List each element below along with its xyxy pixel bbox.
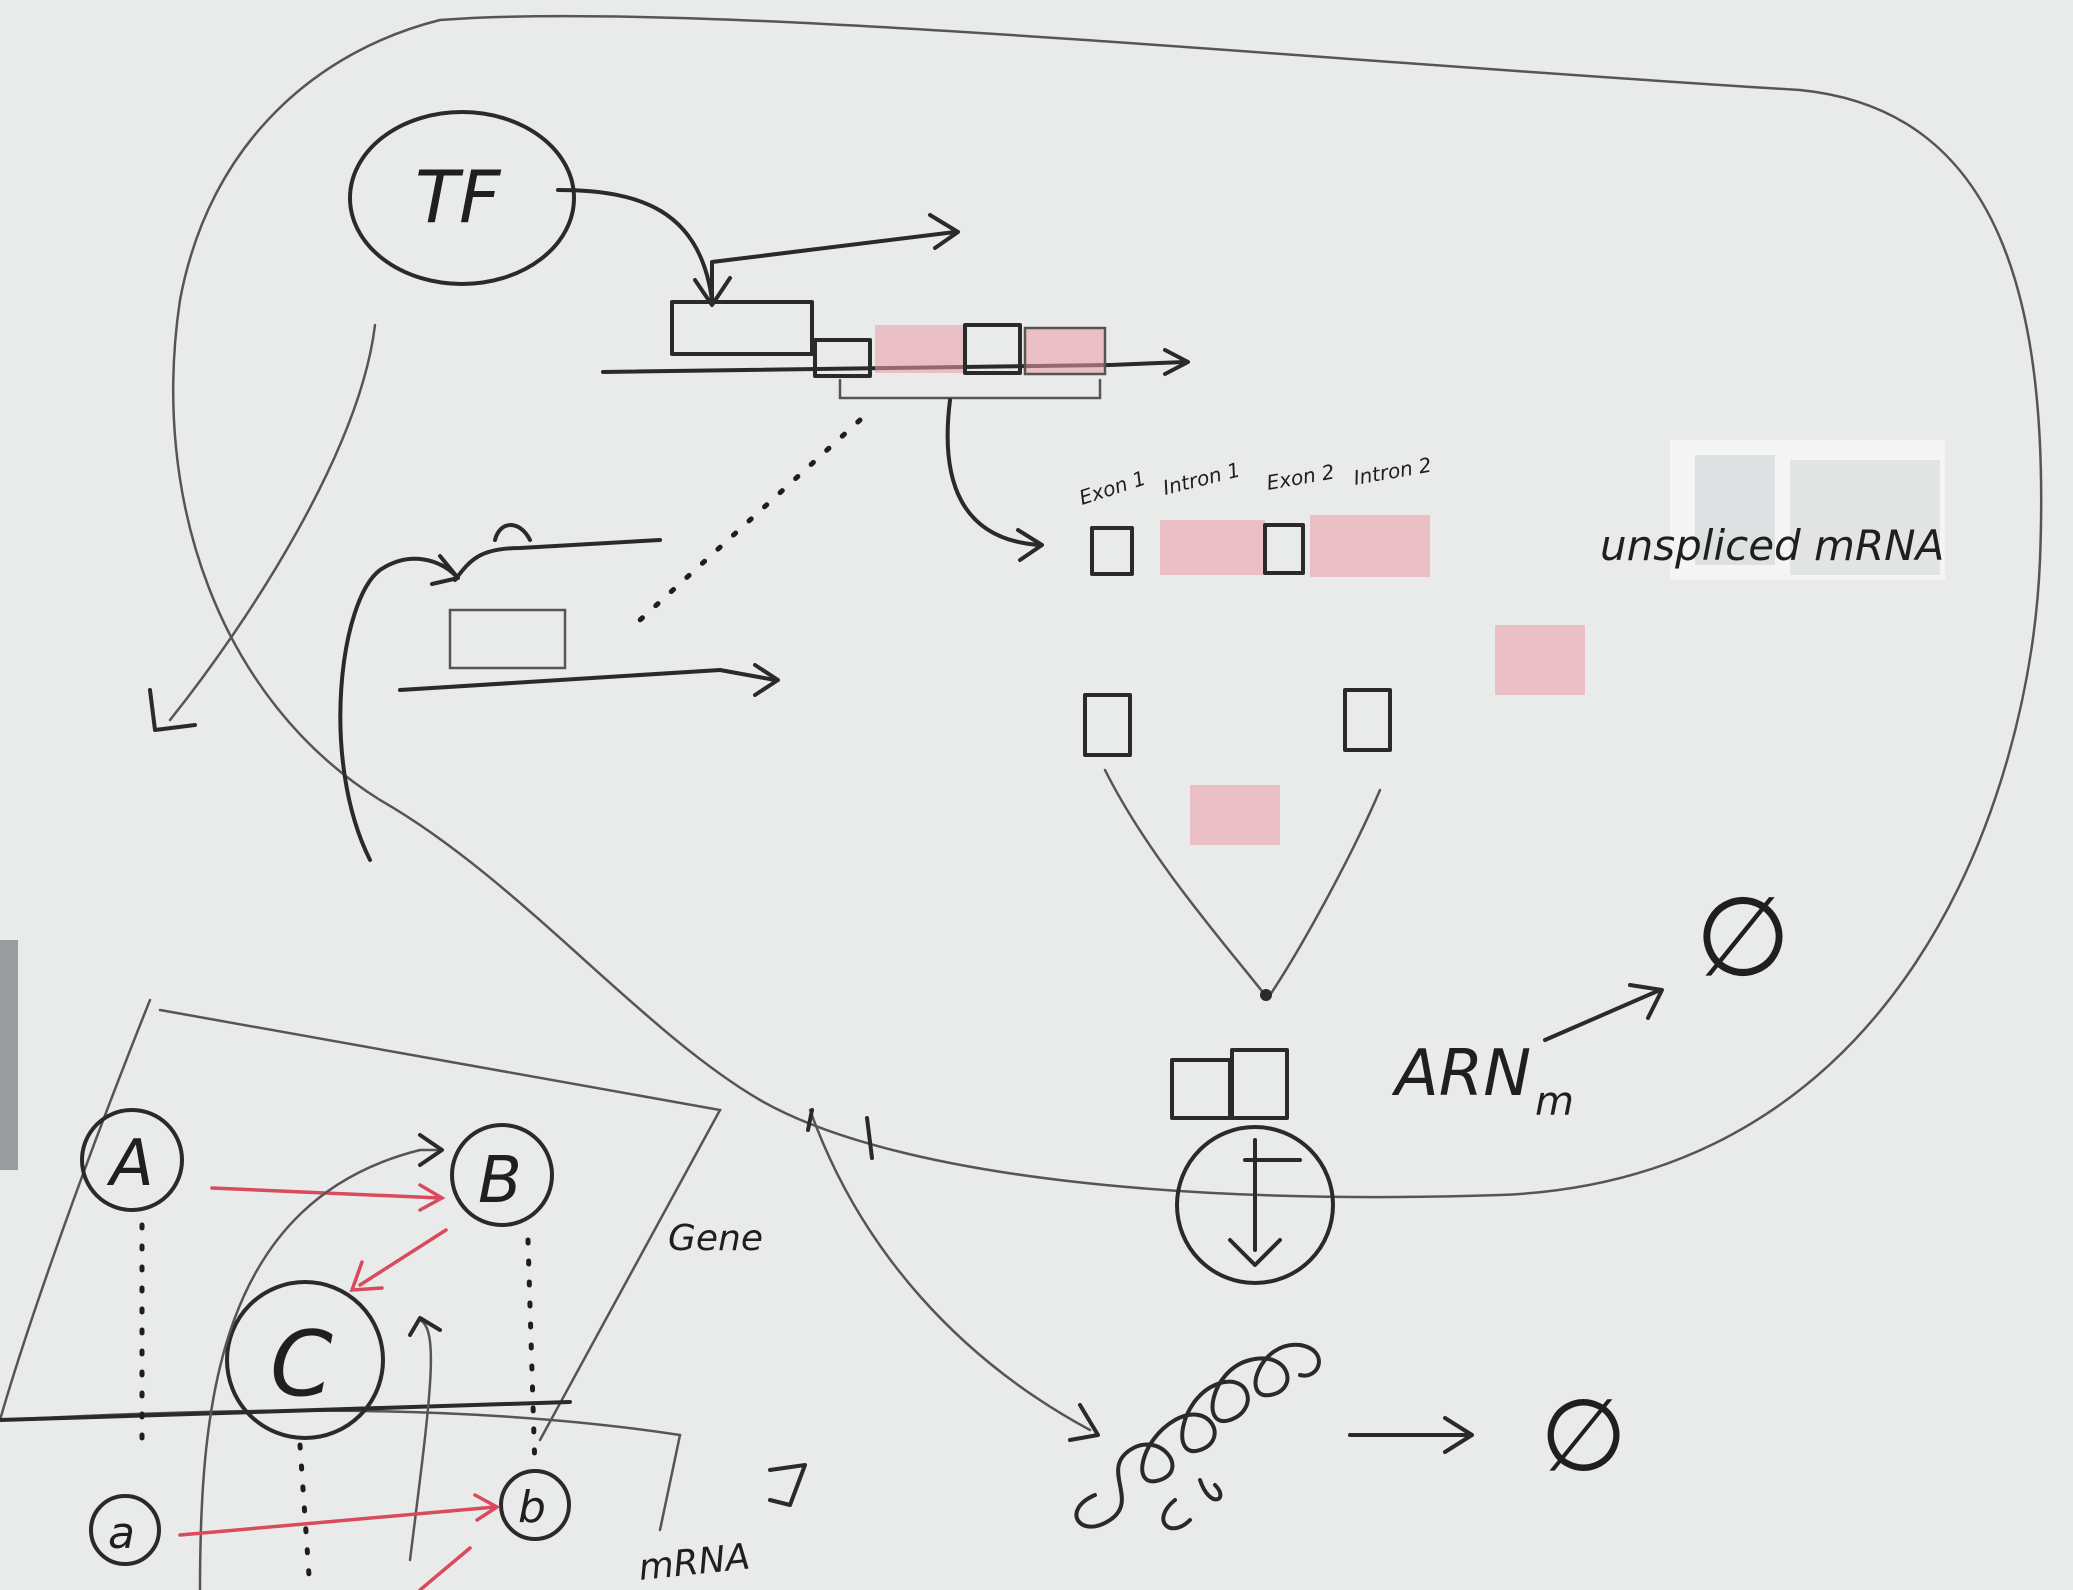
protein-coil bbox=[1074, 1342, 1321, 1529]
unspliced-exon1 bbox=[1090, 526, 1134, 576]
node-b-small-label: b bbox=[518, 1482, 546, 1533]
node-c bbox=[225, 1280, 385, 1440]
node-a-small-label: a bbox=[108, 1508, 135, 1559]
mrna-exon1 bbox=[1170, 1058, 1232, 1120]
degradation-null-1: ∅ bbox=[1695, 873, 1791, 1001]
intron1-label: Intron 1 bbox=[1160, 458, 1242, 500]
tf-to-gene-arrow bbox=[556, 188, 714, 302]
mrna-label: mRNA bbox=[637, 1537, 752, 1589]
degradation-null-2: ∅ bbox=[1540, 1377, 1627, 1494]
exon2-label: Exon 2 bbox=[1265, 459, 1337, 495]
tf-circle bbox=[348, 110, 576, 286]
arnm-label: ARN bbox=[1391, 1037, 1531, 1111]
tf-label: TF bbox=[415, 155, 502, 239]
mrna-exon2 bbox=[1230, 1048, 1289, 1120]
gene-label: Gene bbox=[668, 1218, 763, 1259]
node-a bbox=[80, 1108, 184, 1212]
exon2-box bbox=[963, 323, 1022, 375]
exon1-box bbox=[813, 338, 872, 378]
cell-boundary bbox=[171, 14, 2043, 1199]
arnm-subscript: m bbox=[1535, 1079, 1574, 1125]
promoter-box-2 bbox=[448, 608, 567, 670]
exon1-free bbox=[1083, 693, 1132, 757]
exon1-label: Exon 1 bbox=[1076, 466, 1149, 510]
intron2-label: Intron 2 bbox=[1352, 453, 1434, 490]
node-b-label: B bbox=[478, 1144, 522, 1218]
unspliced-label: unspliced mRNA bbox=[1600, 521, 1944, 570]
unspliced-exon2 bbox=[1263, 523, 1305, 575]
node-a-label: A bbox=[106, 1127, 154, 1201]
to-unspliced-arrow bbox=[945, 398, 1042, 547]
node-a-small bbox=[89, 1494, 161, 1566]
node-b bbox=[450, 1123, 554, 1227]
node-c-label: C bbox=[270, 1312, 333, 1417]
exon2-free bbox=[1343, 688, 1392, 752]
board-edge bbox=[0, 940, 18, 1170]
node-b-small bbox=[499, 1469, 571, 1541]
excised-intron bbox=[1495, 625, 1585, 695]
ribosome bbox=[1175, 1125, 1335, 1285]
promoter-box bbox=[670, 300, 814, 356]
